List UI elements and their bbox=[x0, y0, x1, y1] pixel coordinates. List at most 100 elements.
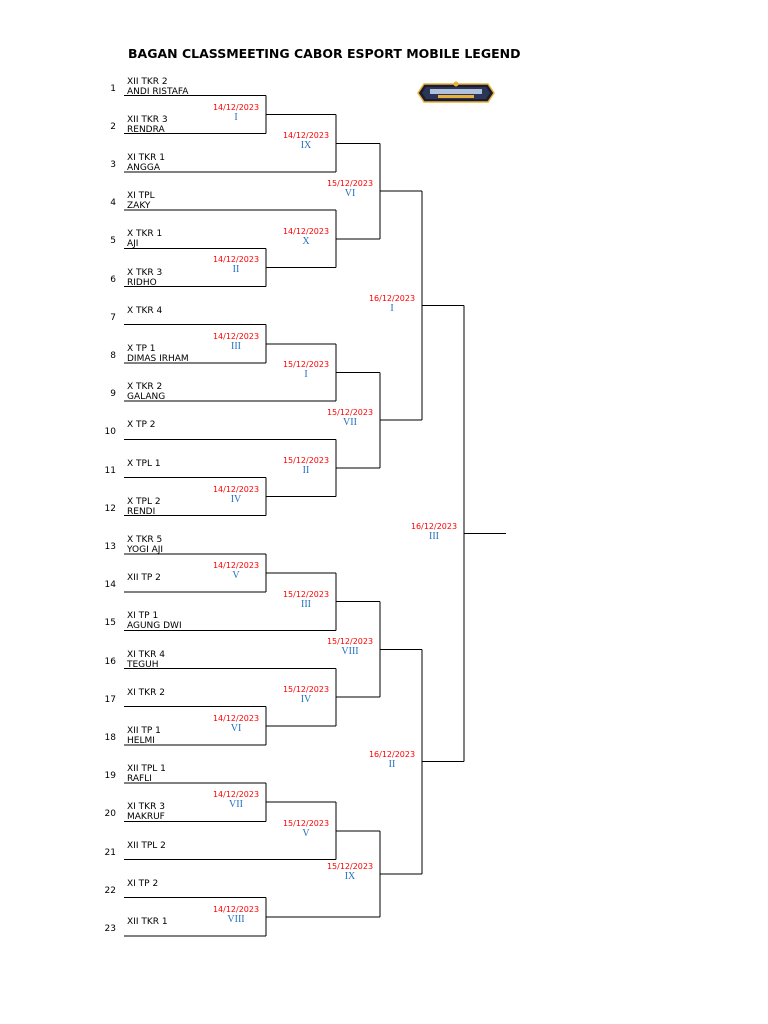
slot-number: 19 bbox=[104, 771, 116, 782]
match-date: 14/12/2023 bbox=[212, 255, 260, 265]
match-date: 14/12/2023 bbox=[212, 713, 260, 723]
team-name: X TKR 5 bbox=[127, 534, 163, 545]
match-date: 15/12/2023 bbox=[326, 179, 374, 188]
slot-number: 17 bbox=[104, 694, 116, 705]
team-name: X TPL 2 bbox=[127, 496, 161, 507]
match-date: 14/12/2023 bbox=[212, 904, 260, 914]
match-date: 14/12/2023 bbox=[212, 102, 260, 112]
match-date: 15/12/2023 bbox=[326, 408, 374, 418]
player-name: DIMAS IRHAM bbox=[127, 353, 189, 364]
team-name: XI TPL bbox=[127, 191, 155, 202]
match-number: I bbox=[304, 369, 308, 381]
slot-number: 3 bbox=[110, 159, 116, 170]
match-date: 15/12/2023 bbox=[326, 637, 374, 647]
slot-number: 15 bbox=[104, 618, 116, 629]
player-name: RENDRA bbox=[127, 124, 165, 135]
team-name: X TKR 2 bbox=[127, 382, 163, 393]
match-date: 15/12/2023 bbox=[282, 589, 330, 599]
team-name: X TKR 3 bbox=[127, 267, 163, 278]
team-name: X TKR 4 bbox=[127, 305, 163, 316]
slot-number: 5 bbox=[110, 236, 116, 247]
team-name: XII TP 1 bbox=[127, 725, 161, 736]
team-name: XI TKR 2 bbox=[127, 687, 165, 698]
match-number: III bbox=[231, 340, 241, 352]
match-date: 16/12/2023 bbox=[410, 521, 458, 531]
match-number: IX bbox=[300, 140, 312, 152]
slot-number: 20 bbox=[104, 809, 116, 820]
match-date: 16/12/2023 bbox=[368, 749, 416, 759]
slot-number: 2 bbox=[110, 121, 116, 132]
match-date: 14/12/2023 bbox=[212, 561, 260, 570]
match-number: V bbox=[232, 570, 240, 581]
mobile-legends-logo bbox=[416, 80, 496, 106]
slot-number: 16 bbox=[104, 656, 116, 667]
team-name: X TPL 1 bbox=[127, 458, 161, 469]
page-title: BAGAN CLASSMEETING CABOR ESPORT MOBILE L… bbox=[128, 46, 521, 61]
match-date: 15/12/2023 bbox=[282, 685, 330, 695]
team-name: X TP 1 bbox=[127, 343, 156, 354]
team-name: XI TKR 4 bbox=[127, 649, 165, 660]
match-number: VI bbox=[230, 722, 242, 734]
team-name: XII TKR 2 bbox=[127, 76, 168, 87]
team-name: X TKR 1 bbox=[127, 229, 163, 240]
player-name: GALANG bbox=[127, 392, 166, 403]
match-number: IX bbox=[344, 870, 356, 882]
team-name: XI TP 1 bbox=[127, 611, 159, 622]
match-date: 15/12/2023 bbox=[282, 360, 330, 370]
match-date: 14/12/2023 bbox=[282, 226, 330, 236]
match-number: V bbox=[302, 827, 310, 839]
team-name: XII TP 2 bbox=[127, 573, 161, 584]
player-name: ZAKY bbox=[127, 201, 151, 212]
slot-number: 7 bbox=[110, 312, 116, 323]
team-name: XII TKR 1 bbox=[127, 916, 168, 927]
team-name: XI TKR 1 bbox=[127, 152, 165, 163]
match-number: I bbox=[234, 111, 238, 123]
slot-number: 9 bbox=[110, 389, 116, 400]
match-number: IV bbox=[300, 694, 312, 706]
match-number: VII bbox=[229, 799, 243, 811]
match-number: II bbox=[302, 464, 310, 476]
match-date: 15/12/2023 bbox=[326, 861, 374, 871]
team-name: XII TPL 2 bbox=[127, 840, 166, 851]
slot-number: 11 bbox=[104, 465, 116, 476]
player-name: ANGGA bbox=[127, 162, 160, 173]
slot-number: 10 bbox=[104, 427, 116, 438]
player-name: AJI bbox=[127, 239, 139, 250]
slot-number: 6 bbox=[110, 274, 116, 285]
match-number: VI bbox=[344, 188, 356, 199]
team-name: XI TP 2 bbox=[127, 878, 159, 889]
player-name: MAKRUF bbox=[127, 812, 165, 823]
slot-number: 23 bbox=[104, 923, 116, 934]
match-date: 16/12/2023 bbox=[368, 293, 416, 303]
slot-number: 8 bbox=[110, 350, 116, 361]
match-number: VIII bbox=[341, 646, 359, 658]
player-name: RENDI bbox=[127, 506, 156, 517]
team-name: XII TKR 3 bbox=[127, 114, 168, 125]
match-number: III bbox=[429, 530, 439, 542]
team-name: XI TKR 3 bbox=[127, 802, 165, 813]
slot-number: 18 bbox=[104, 732, 116, 743]
slot-number: 12 bbox=[104, 503, 116, 514]
player-name: HELMI bbox=[127, 735, 155, 746]
match-number: VIII bbox=[227, 913, 245, 925]
match-date: 15/12/2023 bbox=[282, 455, 330, 465]
player-name: TEGUH bbox=[127, 659, 159, 670]
slot-number: 13 bbox=[104, 541, 116, 552]
match-date: 14/12/2023 bbox=[212, 331, 260, 341]
match-number: VII bbox=[343, 417, 357, 429]
player-name: RAFLI bbox=[127, 774, 152, 785]
slot-number: 21 bbox=[104, 847, 116, 858]
match-date: 14/12/2023 bbox=[282, 131, 330, 141]
player-name: AGUNG DWI bbox=[127, 621, 182, 632]
player-name: ANDI RISTAFA bbox=[127, 86, 189, 97]
match-number: II bbox=[232, 264, 240, 276]
player-name: RIDHO bbox=[127, 277, 157, 288]
team-name: XII TPL 1 bbox=[127, 764, 166, 775]
match-date: 15/12/2023 bbox=[282, 818, 330, 828]
match-number: IV bbox=[230, 493, 242, 505]
match-date: 14/12/2023 bbox=[212, 790, 260, 800]
match-number: II bbox=[388, 758, 396, 770]
slot-number: 14 bbox=[104, 580, 116, 591]
